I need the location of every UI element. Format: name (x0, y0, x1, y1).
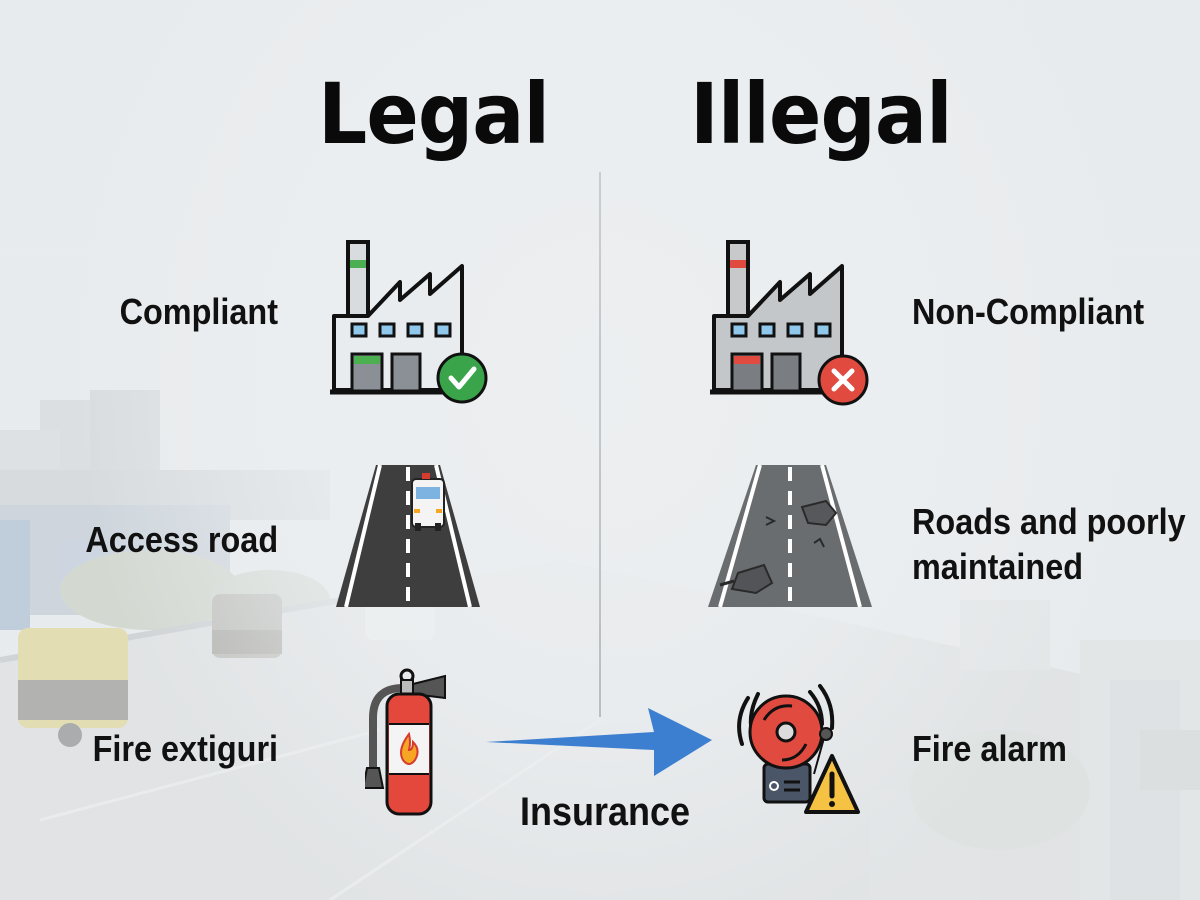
factory-x-icon (710, 240, 869, 406)
road-ambulance-icon (336, 465, 480, 607)
arrow-right-icon (486, 708, 712, 776)
illegal-label-roads-line1: Roads and poorly (912, 501, 1186, 542)
fire-extinguisher-icon (365, 668, 446, 816)
damaged-road-icon (708, 465, 872, 607)
illegal-heading: Illegal (690, 65, 953, 163)
factory-check-icon (330, 240, 488, 404)
legal-label-access-road: Access road (85, 519, 278, 560)
legal-label-compliant: Compliant (119, 291, 278, 332)
illegal-label-fire-alarm: Fire alarm (912, 728, 1067, 769)
legal-heading: Legal (318, 65, 550, 163)
center-divider (599, 172, 601, 717)
illegal-label-roads-line2: maintained (912, 546, 1084, 587)
fire-alarm-warning-icon (737, 684, 860, 814)
insurance-label: Insurance (520, 790, 691, 834)
illegal-label-non-compliant: Non-Compliant (912, 291, 1145, 332)
legal-label-fire-extinguisher: Fire extiguri (92, 728, 278, 769)
